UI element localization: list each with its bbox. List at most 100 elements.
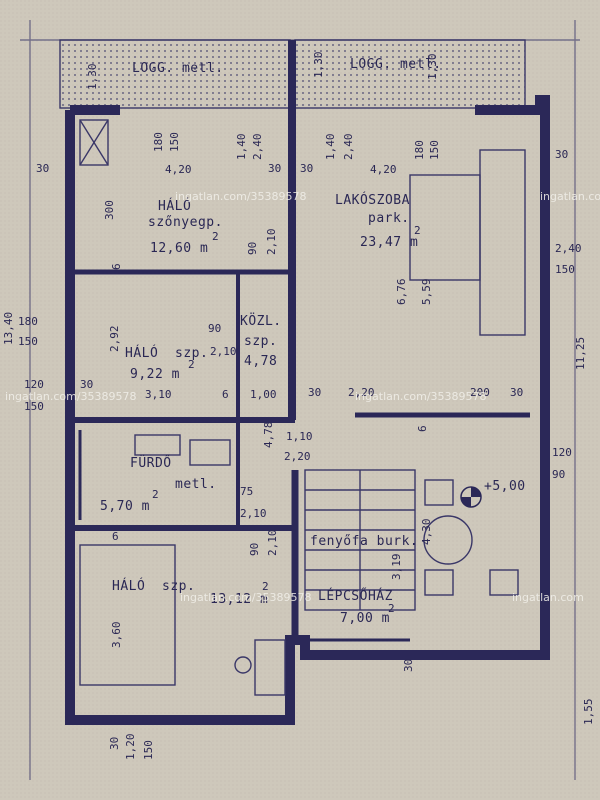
dim-label: 150 [18, 335, 38, 348]
living-room-floor: park. [368, 211, 410, 226]
dim-label: 2,20 [284, 450, 311, 463]
dim-label: 6 [416, 425, 429, 432]
bedroom2-area-sup: 2 [188, 358, 195, 371]
dim-label: 1,40 [235, 134, 248, 161]
dim-label: 180 [152, 132, 165, 152]
wall-right-segment [535, 95, 550, 170]
dim-label: 1,30 [312, 52, 325, 79]
dim-label: 4,78 [262, 422, 275, 449]
dim-label: 30 [308, 386, 321, 399]
bathroom-area-sup: 2 [152, 488, 159, 501]
dim-label: 3,60 [110, 622, 123, 649]
dim-label: 30 [300, 162, 313, 175]
bedroom3-area-sup: 2 [262, 580, 269, 593]
level-label: +5,00 [484, 479, 526, 494]
dim-label: 4,20 [370, 163, 397, 176]
dim-label: 2,10 [266, 530, 279, 557]
dim-label: 30 [80, 378, 93, 391]
dim-label: 1,20 [124, 734, 137, 761]
dim-label: 2,20 [348, 386, 375, 399]
dim-label: 1,10 [286, 430, 313, 443]
dim-label: 180 [18, 315, 38, 328]
watermark: ingatlan.com/35389578 [5, 390, 137, 403]
dim-label: 13,40 [2, 312, 15, 345]
dim-label: 90 [246, 242, 259, 255]
staircase [304, 469, 416, 611]
dim-label: 30 [555, 148, 568, 161]
loggia-left [59, 39, 291, 109]
dim-label: 30 [402, 659, 415, 672]
dim-label: 1,55 [582, 699, 595, 726]
dim-label: 3,19 [390, 554, 403, 581]
bathroom-area: 5,70 m [100, 499, 150, 514]
corridor-floor: szp. [244, 334, 277, 349]
bathroom-floor: metl. [175, 477, 217, 492]
dim-label: 2,10 [265, 229, 278, 256]
dim-label: 150 [428, 140, 441, 160]
dim-label: 2,10 [240, 507, 267, 520]
watermark: ingatlan.com/35389578 [180, 591, 312, 604]
dim-label: 150 [142, 740, 155, 760]
stairwell-name: LÉPCSŐHÁZ [318, 588, 393, 604]
dim-label: 11,25 [574, 337, 587, 370]
bedroom2-name: HÁLÓ [125, 345, 158, 361]
dim-label: 1,40 [324, 134, 337, 161]
bedroom3-floor: szp. [162, 579, 195, 594]
dim-label: 75 [240, 485, 253, 498]
dim-label: 6 [222, 388, 229, 401]
living-room-name: LAKÓSZOBA [335, 192, 410, 208]
dim-label: 6 [110, 263, 123, 270]
bathroom-name: FÜRDŐ [130, 454, 172, 471]
stairwell-floor: fenyőfa burk. [310, 534, 418, 549]
dim-label: 1,30 [426, 54, 439, 81]
stairwell-area-sup: 2 [388, 602, 395, 615]
dim-label: 90 [208, 322, 221, 335]
dim-label: 2,40 [342, 134, 355, 161]
dim-label: 150 [24, 400, 44, 413]
watermarks: ingatlan.com/35389578 ingatlan.com/35389… [5, 190, 600, 604]
dim-label: 90 [552, 468, 565, 481]
dim-label: 150 [168, 132, 181, 152]
dim-label: 150 [555, 263, 575, 276]
bedroom1-area: 12,60 m [150, 241, 208, 256]
dim-label: 4,30 [420, 519, 433, 546]
dim-label: 30 [36, 162, 49, 175]
bedroom3-name: HÁLÓ [112, 578, 145, 594]
dimension-labels: 1,30 1,30 1,30 180 150 1,40 2,40 1,40 2,… [2, 52, 595, 761]
loggia-right [294, 39, 526, 109]
dim-label: 6 [112, 530, 119, 543]
dim-label: 4,20 [165, 163, 192, 176]
dim-label: 1,00 [250, 388, 277, 401]
dim-label: 2,92 [108, 326, 121, 353]
inner-walls [70, 40, 530, 642]
dim-label: 90 [248, 543, 261, 556]
watermark: ingatlan.com/35389578 [175, 190, 307, 203]
corridor-name: KÖZL. [240, 312, 282, 329]
living-room-area-sup: 2 [414, 224, 421, 237]
level-marker [460, 486, 482, 508]
bedroom1-floor: szőnyegp. [148, 215, 223, 230]
dim-label: 120 [552, 446, 572, 459]
loggia-right-label: LOGG. metl. [350, 57, 442, 72]
dim-label: 5,59 [420, 279, 433, 306]
dim-label: 30 [268, 162, 281, 175]
watermark: ingatlan.com/35389578 [355, 390, 487, 403]
dim-label: 120 [24, 378, 44, 391]
dim-label: 2,40 [251, 134, 264, 161]
loggia-left-label: LOGG. metl. [132, 61, 224, 76]
bedroom2-floor: szp. [175, 346, 208, 361]
bedroom3-area: 13,12 m [210, 592, 268, 607]
dim-label: 1,30 [86, 64, 99, 91]
dim-label: 180 [413, 140, 426, 160]
fixtures [79, 119, 526, 696]
bedroom2-area: 9,22 m [130, 367, 180, 382]
bedroom1-area-sup: 2 [212, 230, 219, 243]
living-room-area: 23,47 m [360, 235, 418, 250]
watermark: ingatlan.com/35389578 [540, 190, 600, 203]
corridor-area: 4,78 [244, 354, 277, 369]
dim-label: 30 [108, 737, 121, 750]
room-labels: LOGG. metl. LOGG. metl. HÁLÓ szőnyegp. 1… [100, 57, 526, 626]
dim-label: 3,10 [145, 388, 172, 401]
dim-label: 30 [510, 386, 523, 399]
